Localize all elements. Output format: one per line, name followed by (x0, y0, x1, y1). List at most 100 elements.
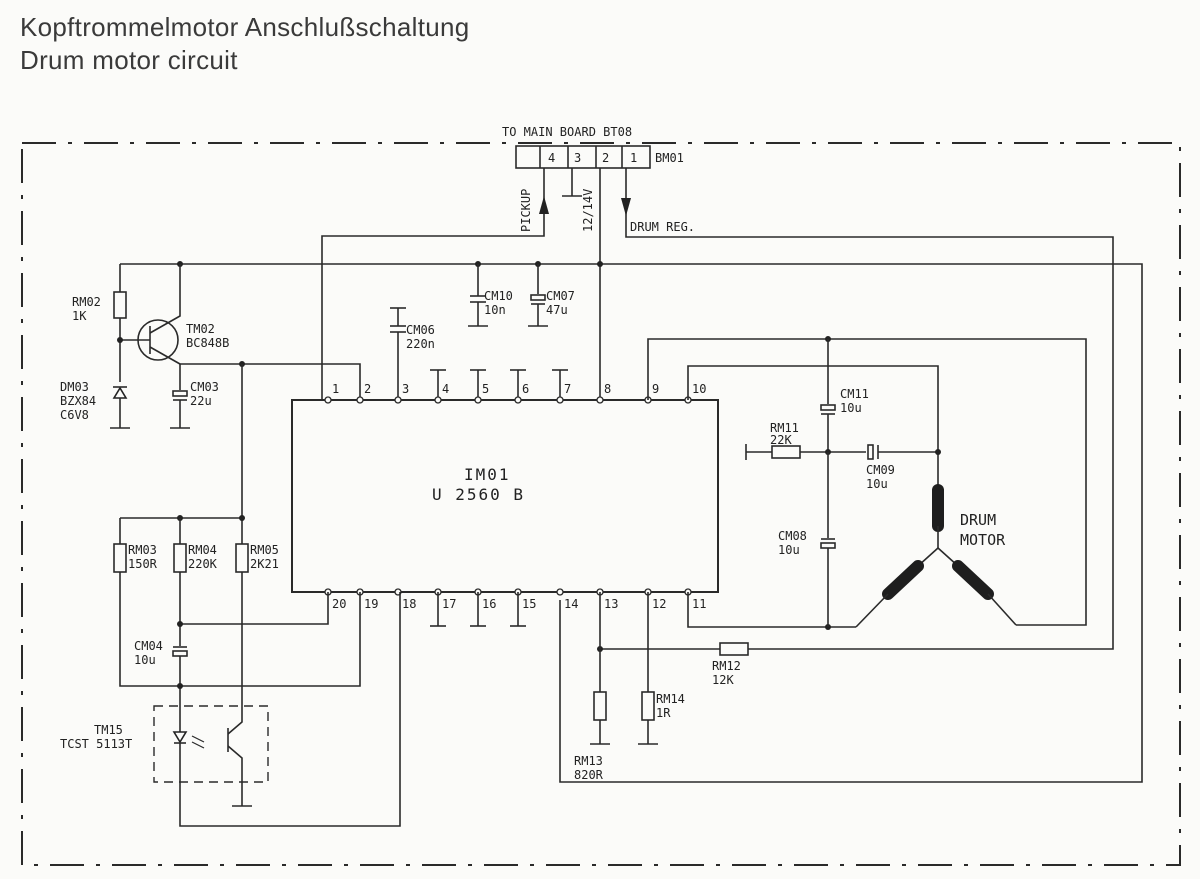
connector-body (515, 145, 651, 169)
svg-text:220n: 220n (406, 337, 435, 351)
ic-top-pin-label-10: 10 (692, 382, 706, 396)
ic-bottom-pin-label-19: 19 (364, 597, 378, 611)
svg-text:150R: 150R (128, 557, 158, 571)
ic-top-pin-label-6: 6 (522, 382, 529, 396)
ic-top-pin-6 (514, 396, 522, 404)
connector-pin-1: 1 (630, 151, 637, 165)
svg-text:CM06: CM06 (406, 323, 435, 337)
ic-bottom-pin-label-14: 14 (564, 597, 578, 611)
connector-pin-4: 4 (548, 151, 555, 165)
board-outline (21, 142, 1181, 866)
drum-reg-arrow-icon (621, 198, 631, 216)
connector-bm01: TO MAIN BOARD BT08 4 3 2 1 BM01 PICKUP 1… (321, 125, 1114, 650)
ic-bottom-pin-label-12: 12 (652, 597, 666, 611)
ic-top-pin-8 (596, 396, 604, 404)
ic-bottom-pin-label-18: 18 (402, 597, 416, 611)
cm07-capacitor: CM07 47u (528, 264, 575, 327)
tm02-transistor: TM02 BC848B (117, 264, 229, 365)
ic-top-pin-label-5: 5 (482, 382, 489, 396)
ic-top-pin-7 (556, 396, 564, 404)
ic-bottom-pin-14 (556, 588, 564, 596)
svg-text:RM03: RM03 (128, 543, 157, 557)
rm13-resistor: RM13 820R (574, 592, 610, 782)
ic-top-pin-3 (394, 396, 402, 404)
cm03-capacitor: CM03 22u (170, 364, 219, 429)
dm03-zener: DM03 BZX84 C6V8 (60, 380, 130, 429)
svg-text:10u: 10u (866, 477, 888, 491)
svg-text:RM14: RM14 (656, 692, 685, 706)
ic-top-pin-label-9: 9 (652, 382, 659, 396)
motor-coil-c (952, 560, 994, 600)
svg-text:220K: 220K (188, 557, 218, 571)
svg-text:CM08: CM08 (778, 529, 807, 543)
svg-text:RM02: RM02 (72, 295, 101, 309)
connector-name: BM01 (655, 151, 684, 165)
ic-top-pin-label-3: 3 (402, 382, 409, 396)
svg-text:820R: 820R (574, 768, 604, 782)
svg-text:RM05: RM05 (250, 543, 279, 557)
svg-text:CM04: CM04 (134, 639, 163, 653)
svg-text:TCST 5113T: TCST 5113T (60, 737, 132, 751)
svg-text:1K: 1K (72, 309, 87, 323)
svg-text:DRUM: DRUM (960, 511, 996, 529)
rm05-resistor: RM05 2K21 (235, 543, 279, 706)
svg-text:RM04: RM04 (188, 543, 217, 557)
svg-text:22u: 22u (190, 394, 212, 408)
rm11-resistor: RM11 22K (745, 421, 866, 460)
svg-text:RM13: RM13 (574, 754, 603, 768)
ic-bottom-pin-label-13: 13 (604, 597, 618, 611)
supply-label: 12/14V (581, 189, 595, 232)
phase-a-wire (647, 338, 1087, 626)
ic-bottom-pin-label-11: 11 (692, 597, 706, 611)
ic-im01: IM01 U 2560 B (291, 399, 719, 593)
title-english: Drum motor circuit (20, 45, 238, 75)
connector-heading: TO MAIN BOARD BT08 (502, 125, 632, 139)
svg-text:12K: 12K (712, 673, 734, 687)
pickup-label: PICKUP (519, 189, 533, 232)
title-german: Kopftrommelmotor Anschlußschaltung (20, 12, 470, 42)
svg-text:10u: 10u (840, 401, 862, 415)
svg-text:TM15: TM15 (94, 723, 123, 737)
ic-part: U 2560 B (432, 485, 525, 504)
svg-text:TM02: TM02 (186, 322, 215, 336)
pickup-arrow-icon (539, 196, 549, 214)
drum-motor: DRUM MOTOR (855, 484, 1017, 628)
svg-text:CM03: CM03 (190, 380, 219, 394)
rm03-resistor: RM03 150R (113, 518, 361, 687)
ic-top-pin-5 (474, 396, 482, 404)
rm02-resistor: RM02 1K (72, 264, 127, 382)
tm15-optocoupler: TM15 TCST 5113T (60, 705, 269, 807)
ic-ref: IM01 (464, 465, 511, 484)
svg-text:CM11: CM11 (840, 387, 869, 401)
connector-pin-3: 3 (574, 151, 581, 165)
svg-text:RM11: RM11 (770, 421, 799, 435)
ic-top-pin-label-4: 4 (442, 382, 449, 396)
svg-text:CM09: CM09 (866, 463, 895, 477)
ic-top-pin-label-1: 1 (332, 382, 339, 396)
rm14-resistor: RM14 1R (638, 592, 685, 745)
ic-bottom-pin-label-15: 15 (522, 597, 536, 611)
svg-text:C6V8: C6V8 (60, 408, 89, 422)
svg-text:10u: 10u (134, 653, 156, 667)
svg-text:MOTOR: MOTOR (960, 531, 1006, 549)
ic-top-pin-4 (434, 396, 442, 404)
supply-rail (120, 263, 1143, 783)
connector-pin-2: 2 (602, 151, 609, 165)
svg-text:2K21: 2K21 (250, 557, 279, 571)
ic-top-pin-label-7: 7 (564, 382, 571, 396)
ic-top-pin-2 (356, 396, 364, 404)
svg-text:22K: 22K (770, 433, 792, 447)
ic-top-pin-label-8: 8 (604, 382, 611, 396)
cm09-capacitor: CM09 10u (866, 444, 941, 491)
cm11-capacitor: CM11 10u (820, 339, 869, 452)
ic-bottom-pin-label-17: 17 (442, 597, 456, 611)
ic-top-pin-1 (324, 396, 332, 404)
motor-coil-b (882, 560, 924, 600)
cm06-capacitor: CM06 220n (390, 307, 435, 400)
svg-text:47u: 47u (546, 303, 568, 317)
cm10-capacitor: CM10 10n (468, 264, 513, 327)
ic-bottom-pin-label-16: 16 (482, 597, 496, 611)
ic-bottom-pin-label-20: 20 (332, 597, 346, 611)
